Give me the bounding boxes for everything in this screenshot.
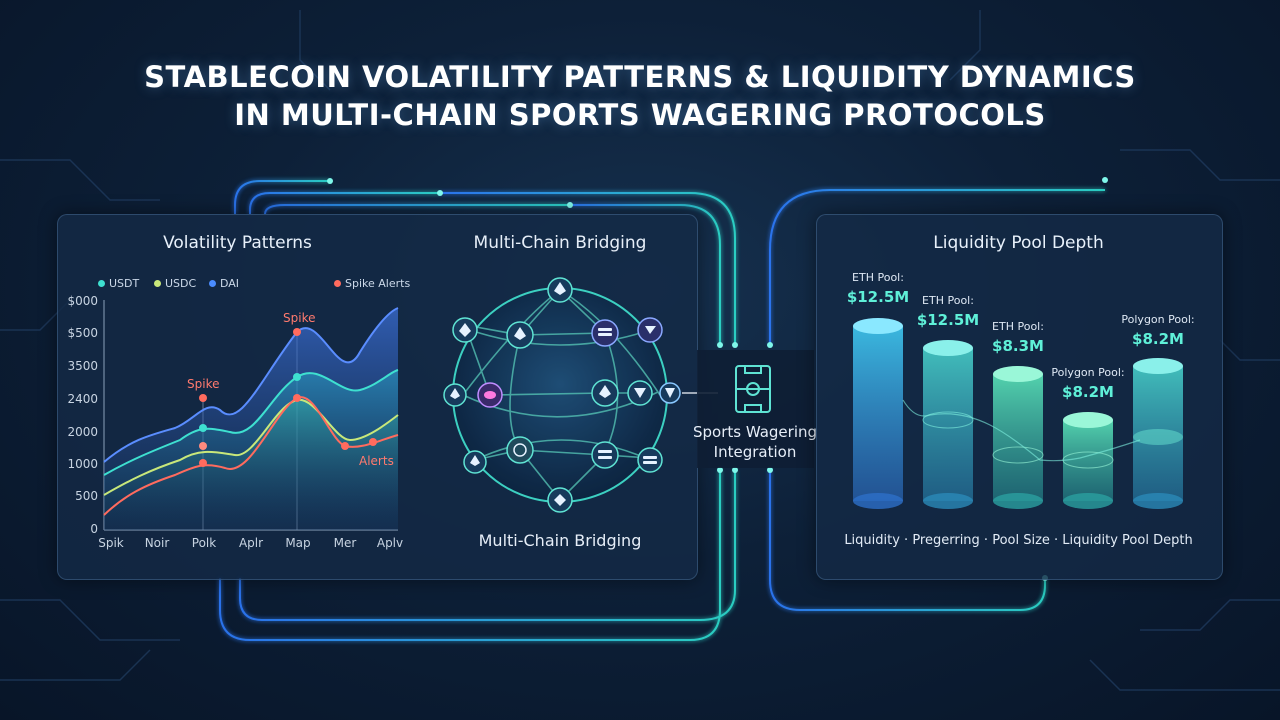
x-tick: Mer [333,536,357,550]
y-tick: 2000 [67,425,98,439]
pool-value: $8.2M [1132,330,1184,348]
cylinder-eth-2 [922,340,974,509]
y-tick: 1000 [67,457,98,471]
bridging-title-top: Multi-Chain Bridging [473,233,647,253]
page-title: STABLECOIN VOLATILITY PATTERNS & LIQUIDI… [0,58,1280,134]
y-tick: 0 [90,522,98,536]
title-line-1: STABLECOIN VOLATILITY PATTERNS & LIQUIDI… [144,60,1136,94]
pool-label: Polygon Pool: [1121,313,1195,326]
data-marker [199,442,207,450]
liquidity-title: Liquidity Pool Depth [933,233,1104,253]
alert-marker [341,442,349,450]
pool-value: $12.5M [916,311,980,329]
legend-spike-alerts: Spike Alerts [334,277,410,290]
liquidity-caption: Liquidity · Pregerring · Pool Size · Liq… [844,533,1193,548]
stadium-icon [735,365,771,413]
pool-label: Polygon Pool: [1051,366,1125,379]
y-tick: 500 [75,489,98,503]
usdc-area [104,399,398,530]
chain-node-icon [637,447,663,473]
flow-line [902,399,1141,462]
bridging-title-bottom: Multi-Chain Bridging [478,531,642,550]
cylinder-eth-3 [992,366,1044,509]
pool-value: $12.5M [846,288,910,306]
data-marker [199,459,207,467]
alert-marker [369,438,377,446]
title-line-2: IN MULTI-CHAIN SPORTS WAGERING PROTOCOLS [234,98,1046,132]
legend-usdc: USDC [154,277,196,290]
pool-label: ETH Pool: [852,271,904,284]
data-marker [199,424,207,432]
hub-box [697,350,814,468]
usdc-line [103,398,399,496]
x-tick: Aplv [376,536,404,550]
pool-label: ETH Pool: [992,320,1044,333]
alert-dot-icon [334,280,341,287]
usdt-dot-icon [98,280,105,287]
dai-line [103,307,399,463]
spike-marker [293,328,301,336]
spike-label: Spike [283,311,316,325]
legend-usdt: USDT [98,277,139,290]
cylinder-eth-1 [853,318,903,509]
x-tick: Polk [191,536,217,550]
x-tick: Aplr [238,536,264,550]
chain-node-icon [506,436,534,464]
x-tick: Noir [144,536,170,550]
usdc-dot-icon [154,280,161,287]
pool-value: $8.3M [992,337,1044,355]
data-marker [293,373,301,381]
pool-label: ETH Pool: [922,294,974,307]
spike-label: Spike [187,377,220,391]
spike-marker [199,394,207,402]
y-tick: $000 [67,294,98,308]
volatility-title: Volatility Patterns [163,233,312,253]
data-marker [293,394,301,402]
dai-dot-icon [209,280,216,287]
y-tick: 2400 [67,392,98,406]
legend-dai: DAI [209,277,239,290]
hub-label: Sports Wagering Integration [692,423,818,461]
pool-value: $8.2M [1062,383,1114,401]
y-tick: $500 [67,326,98,340]
x-tick: Map [285,536,311,550]
chain-node-icon [591,441,619,469]
cylinder-polygon-2 [1133,358,1183,509]
cylinder-polygon-1 [1062,412,1114,509]
x-tick: Spik [98,536,124,550]
y-tick: 3500 [67,359,98,373]
usdt-line [103,369,399,476]
alerts-label: Alerts [359,454,394,468]
